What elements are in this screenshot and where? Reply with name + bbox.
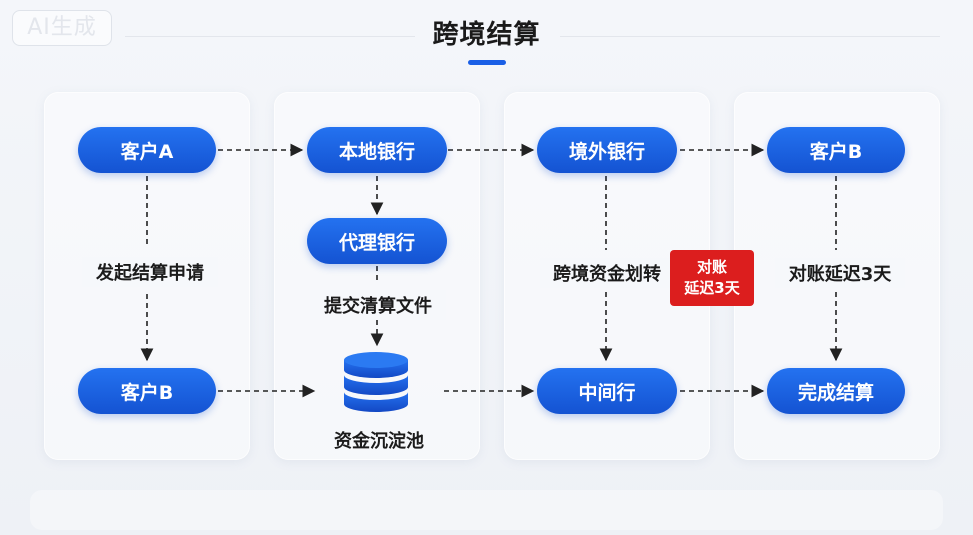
node-intermediary: 中间行	[537, 368, 677, 414]
alert-line-1: 对账	[696, 258, 727, 276]
bottom-strip	[30, 490, 943, 530]
label-pool: 资金沉淀池	[334, 431, 424, 452]
label-delay-right: 对账延迟3天	[775, 258, 905, 288]
alert-line-2: 延迟3天	[684, 279, 740, 297]
node-client-b-right: 客户B	[767, 127, 905, 173]
node-client-b-left: 客户B	[78, 368, 216, 414]
title-line-right	[560, 36, 940, 37]
node-complete: 完成结算	[767, 368, 905, 414]
node-overseas-bank: 境外银行	[537, 127, 677, 173]
title-underline	[468, 60, 506, 65]
alert-badge-delay: 对账 延迟3天	[670, 250, 754, 306]
page-title: 跨境结算	[432, 20, 541, 50]
label-submit: 提交清算文件	[310, 290, 446, 320]
ai-generated-badge: AI生成	[12, 10, 112, 46]
node-client-a: 客户A	[78, 127, 216, 173]
node-local-bank: 本地银行	[307, 127, 447, 173]
title-line-left	[125, 36, 415, 37]
label-transfer: 跨境资金划转	[540, 258, 674, 288]
node-agent-bank: 代理银行	[307, 218, 447, 264]
database-icon	[344, 352, 408, 412]
label-initiate: 发起结算申请	[82, 257, 218, 287]
